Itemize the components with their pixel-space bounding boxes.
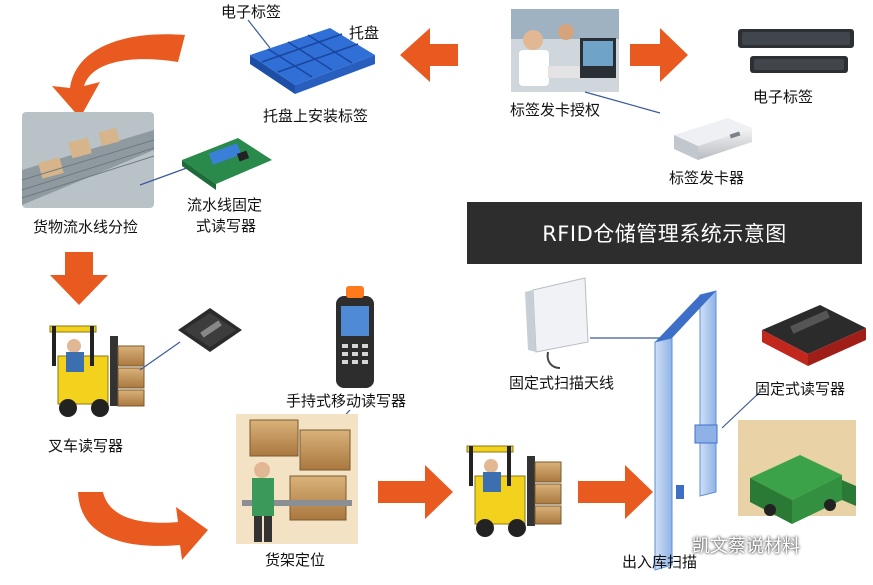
flow-arrows	[50, 28, 688, 560]
label-tag-top-right: 电子标签	[753, 88, 814, 106]
office-photo-icon	[511, 9, 619, 92]
truck-photo-icon	[738, 420, 856, 524]
curved-arrow-bottom	[78, 492, 208, 560]
label-pallet-install: 托盘上安装标签	[263, 107, 369, 125]
diagram-title: RFID仓储管理系统示意图	[467, 202, 862, 264]
label-tag-on-pallet: 电子标签	[221, 3, 282, 21]
forklift-icon	[49, 325, 145, 417]
pallet-icon	[250, 28, 375, 94]
shelf-photo-icon	[236, 414, 358, 544]
arrow-left-2	[400, 28, 458, 82]
conveyor-reader-board-icon	[182, 138, 272, 190]
label-shelf-location: 货架定位	[265, 551, 326, 569]
watermark: 凯文蔡说材料	[692, 536, 800, 557]
conveyor-photo-icon	[21, 112, 155, 208]
label-forklift-reader: 叉车读写器	[48, 437, 124, 455]
label-issuing-auth: 标签发卡授权	[510, 101, 601, 119]
curved-arrow-top	[52, 34, 185, 119]
rfid-tag-strips-icon	[738, 29, 854, 73]
label-card-issuer: 标签发卡器	[669, 169, 745, 187]
label-pallet: 托盘	[349, 24, 380, 42]
forklift-reader-device-icon	[178, 308, 242, 352]
rfid-gate-icon	[654, 290, 718, 571]
label-fixed-antenna: 固定式扫描天线	[509, 374, 615, 392]
arrow-right-2	[578, 465, 653, 519]
fixed-reader-device-icon	[762, 305, 866, 366]
label-conveyor-reader-2: 式读写器	[196, 217, 257, 235]
handheld-reader-icon	[336, 286, 374, 388]
label-conveyor-reader-1: 流水线固定	[187, 196, 263, 214]
fixed-antenna-icon	[525, 277, 589, 369]
label-fixed-reader: 固定式读写器	[755, 380, 846, 398]
forklift-2-icon	[466, 445, 562, 537]
arrow-right-1	[378, 465, 453, 519]
arrow-left-1	[630, 28, 688, 82]
label-gate-scan: 出入库扫描	[622, 553, 698, 571]
label-handheld-reader: 手持式移动读写器	[286, 392, 407, 410]
card-issuer-device-icon	[674, 118, 752, 160]
label-conveyor-sorting: 货物流水线分捡	[33, 218, 139, 236]
arrow-down-1	[50, 252, 108, 305]
